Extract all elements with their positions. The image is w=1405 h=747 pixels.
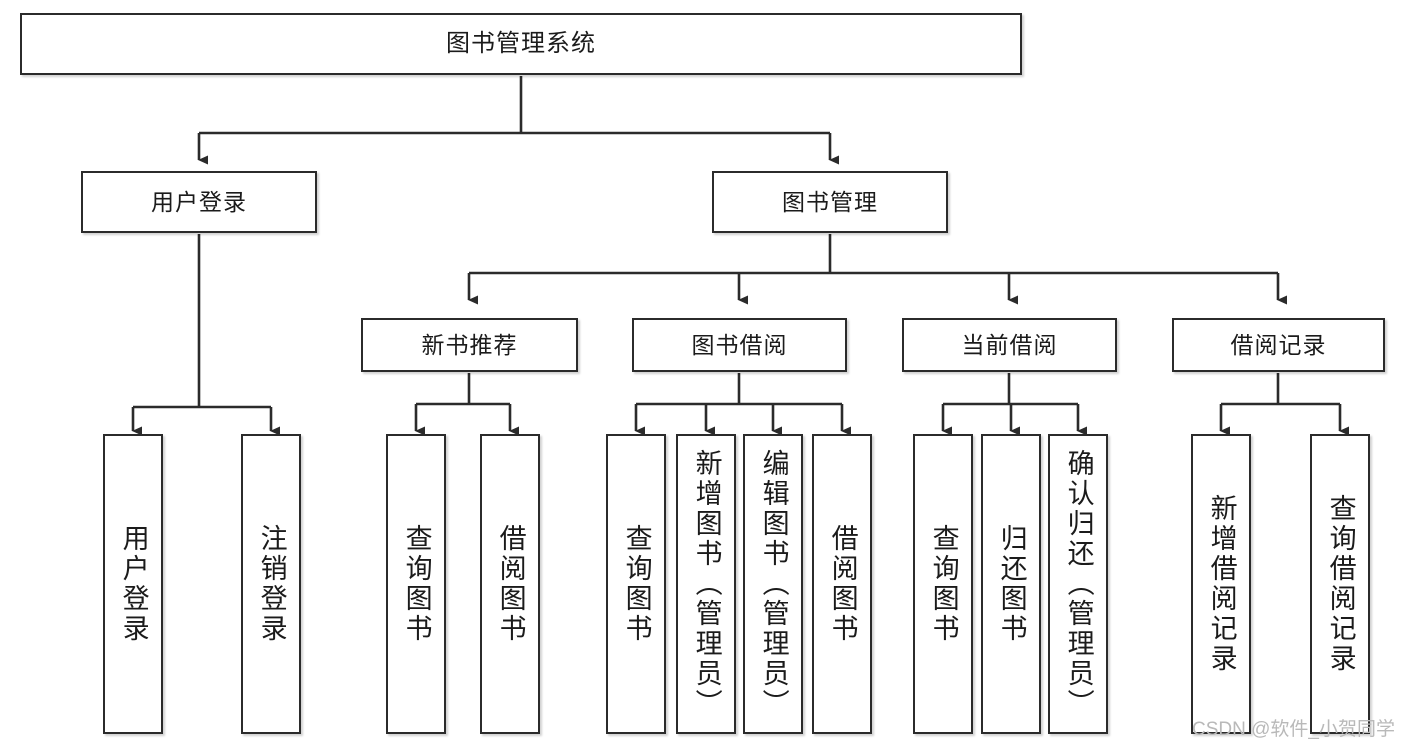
node-label: 查询图书: [928, 524, 959, 644]
node-label: 查询借阅记录: [1325, 494, 1356, 674]
node-leaf-query-book-2[interactable]: 查询图书: [606, 434, 666, 734]
node-book-borrow[interactable]: 图书借阅: [632, 318, 847, 372]
node-leaf-borrow-book-1[interactable]: 借阅图书: [480, 434, 540, 734]
node-leaf-logout-login[interactable]: 注销登录: [241, 434, 301, 734]
node-leaf-query-book-1[interactable]: 查询图书: [386, 434, 446, 734]
node-label: 新增借阅记录: [1206, 494, 1237, 674]
node-current-borrow[interactable]: 当前借阅: [902, 318, 1117, 372]
node-leaf-query-book-3[interactable]: 查询图书: [913, 434, 973, 734]
node-leaf-borrow-book-2[interactable]: 借阅图书: [812, 434, 872, 734]
node-leaf-return-book[interactable]: 归还图书: [981, 434, 1041, 734]
node-leaf-add-record[interactable]: 新增借阅记录: [1191, 434, 1251, 734]
node-new-book-recommend[interactable]: 新书推荐: [361, 318, 578, 372]
node-book-management[interactable]: 图书管理: [712, 171, 948, 233]
node-label: 借阅图书: [827, 524, 858, 644]
node-label: 新书推荐: [421, 331, 518, 358]
node-leaf-user-login[interactable]: 用户登录: [103, 434, 163, 734]
node-label: 当前借阅: [961, 331, 1058, 358]
node-label: 图书管理系统: [446, 30, 596, 58]
node-label: 图书管理: [782, 188, 878, 215]
node-user-login[interactable]: 用户登录: [81, 171, 317, 233]
node-label: 用户登录: [118, 524, 149, 644]
node-label: 图书借阅: [691, 331, 788, 358]
node-label: 借阅图书: [495, 524, 526, 644]
node-label: 归还图书: [996, 524, 1027, 644]
node-root-system[interactable]: 图书管理系统: [20, 13, 1022, 75]
node-leaf-confirm-return[interactable]: 确认归还（管理员）: [1048, 434, 1108, 734]
node-label: 用户登录: [151, 188, 247, 215]
node-label: 查询图书: [401, 524, 432, 644]
node-label: 新增图书（管理员）: [691, 449, 722, 719]
node-label: 注销登录: [256, 524, 287, 644]
node-label: 借阅记录: [1230, 331, 1327, 358]
node-leaf-add-book[interactable]: 新增图书（管理员）: [676, 434, 736, 734]
node-label: 确认归还（管理员）: [1063, 449, 1094, 719]
node-leaf-edit-book[interactable]: 编辑图书（管理员）: [743, 434, 803, 734]
node-label: 查询图书: [621, 524, 652, 644]
watermark-label: CSDN @软件_小贺同学: [1192, 719, 1395, 740]
node-label: 编辑图书（管理员）: [758, 449, 789, 719]
node-borrow-record[interactable]: 借阅记录: [1172, 318, 1385, 372]
node-leaf-query-record[interactable]: 查询借阅记录: [1310, 434, 1370, 734]
